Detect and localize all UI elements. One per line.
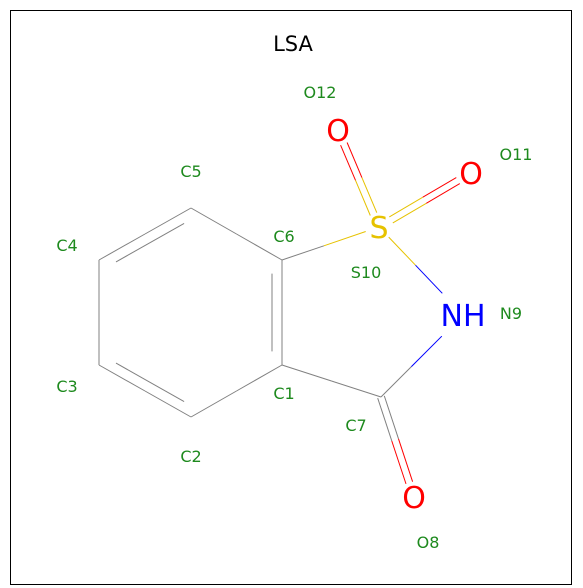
atom-label-o12: O12 — [304, 83, 337, 102]
atom-label-o11: O11 — [500, 145, 533, 164]
atom-symbols-layer: O NH S O O — [326, 114, 485, 516]
molecule-title: LSA — [273, 32, 313, 56]
bonds-layer — [98, 142, 461, 485]
atom-label-s10: S10 — [351, 263, 382, 282]
atom-label-c6: C6 — [273, 227, 294, 246]
bond-s10-o11-b-half2 — [422, 177, 457, 198]
atom-label-c4: C4 — [56, 236, 77, 255]
atom-symbol-o11: O — [459, 157, 483, 192]
bond-s10-o11-b-half1 — [389, 196, 424, 218]
bond-n9-s10-half2 — [388, 236, 416, 266]
bond-s10-o12-b-half1 — [355, 180, 371, 216]
bond-c1-c2-half1 — [236, 364, 283, 392]
bond-c4-c5-inner — [115, 222, 185, 263]
atom-label-n9: N9 — [500, 304, 522, 323]
bond-c2-c3-inner — [115, 362, 185, 403]
atom-label-o8: O8 — [417, 533, 440, 552]
bond-c2-c3-half2 — [98, 364, 146, 392]
bond-c7-o8-b-half1 — [383, 395, 399, 439]
bond-s10-o11-b-half2 — [426, 183, 461, 204]
bond-c7-n9-half2 — [411, 335, 443, 367]
bond-c4-c5-half2 — [144, 207, 192, 235]
bond-c2-c3-half1 — [144, 390, 192, 418]
atom-label-c5: C5 — [180, 162, 201, 181]
atom-label-c1: C1 — [273, 384, 294, 403]
atom-label-c7: C7 — [345, 416, 366, 435]
bond-c1-c7-half1 — [281, 364, 332, 382]
bond-s10-o12-b-half2 — [340, 145, 356, 181]
atom-symbol-n9: NH — [441, 299, 486, 334]
atom-symbol-s10: S — [369, 211, 388, 246]
bond-c5-c6-half1 — [190, 207, 237, 235]
bond-c4-c5-half1 — [98, 233, 146, 261]
atom-symbol-o12: O — [326, 114, 350, 149]
bond-c7-o8-b-half1 — [377, 397, 393, 442]
bond-c7-n9-half1 — [380, 366, 412, 398]
bond-c1-c7-half2 — [331, 380, 382, 398]
bond-c5-c6-half2 — [236, 233, 283, 261]
bond-s10-o12-b-half1 — [361, 177, 378, 213]
atom-label-c2: C2 — [180, 447, 201, 466]
bond-s10-o11-b-half1 — [392, 202, 427, 224]
bond-n9-s10-half1 — [415, 264, 443, 294]
bond-c7-o8-b-half2 — [391, 440, 407, 485]
atom-symbol-o8: O — [402, 481, 426, 516]
bond-c1-c2-half2 — [190, 390, 237, 418]
bond-s10-c6-half1 — [323, 231, 366, 247]
atom-label-c3: C3 — [56, 377, 77, 396]
molecule-frame — [10, 10, 572, 585]
bond-s10-c6-half2 — [281, 245, 325, 261]
bond-c7-o8-b-half2 — [398, 438, 414, 482]
bond-s10-o12-b-half2 — [346, 142, 363, 178]
